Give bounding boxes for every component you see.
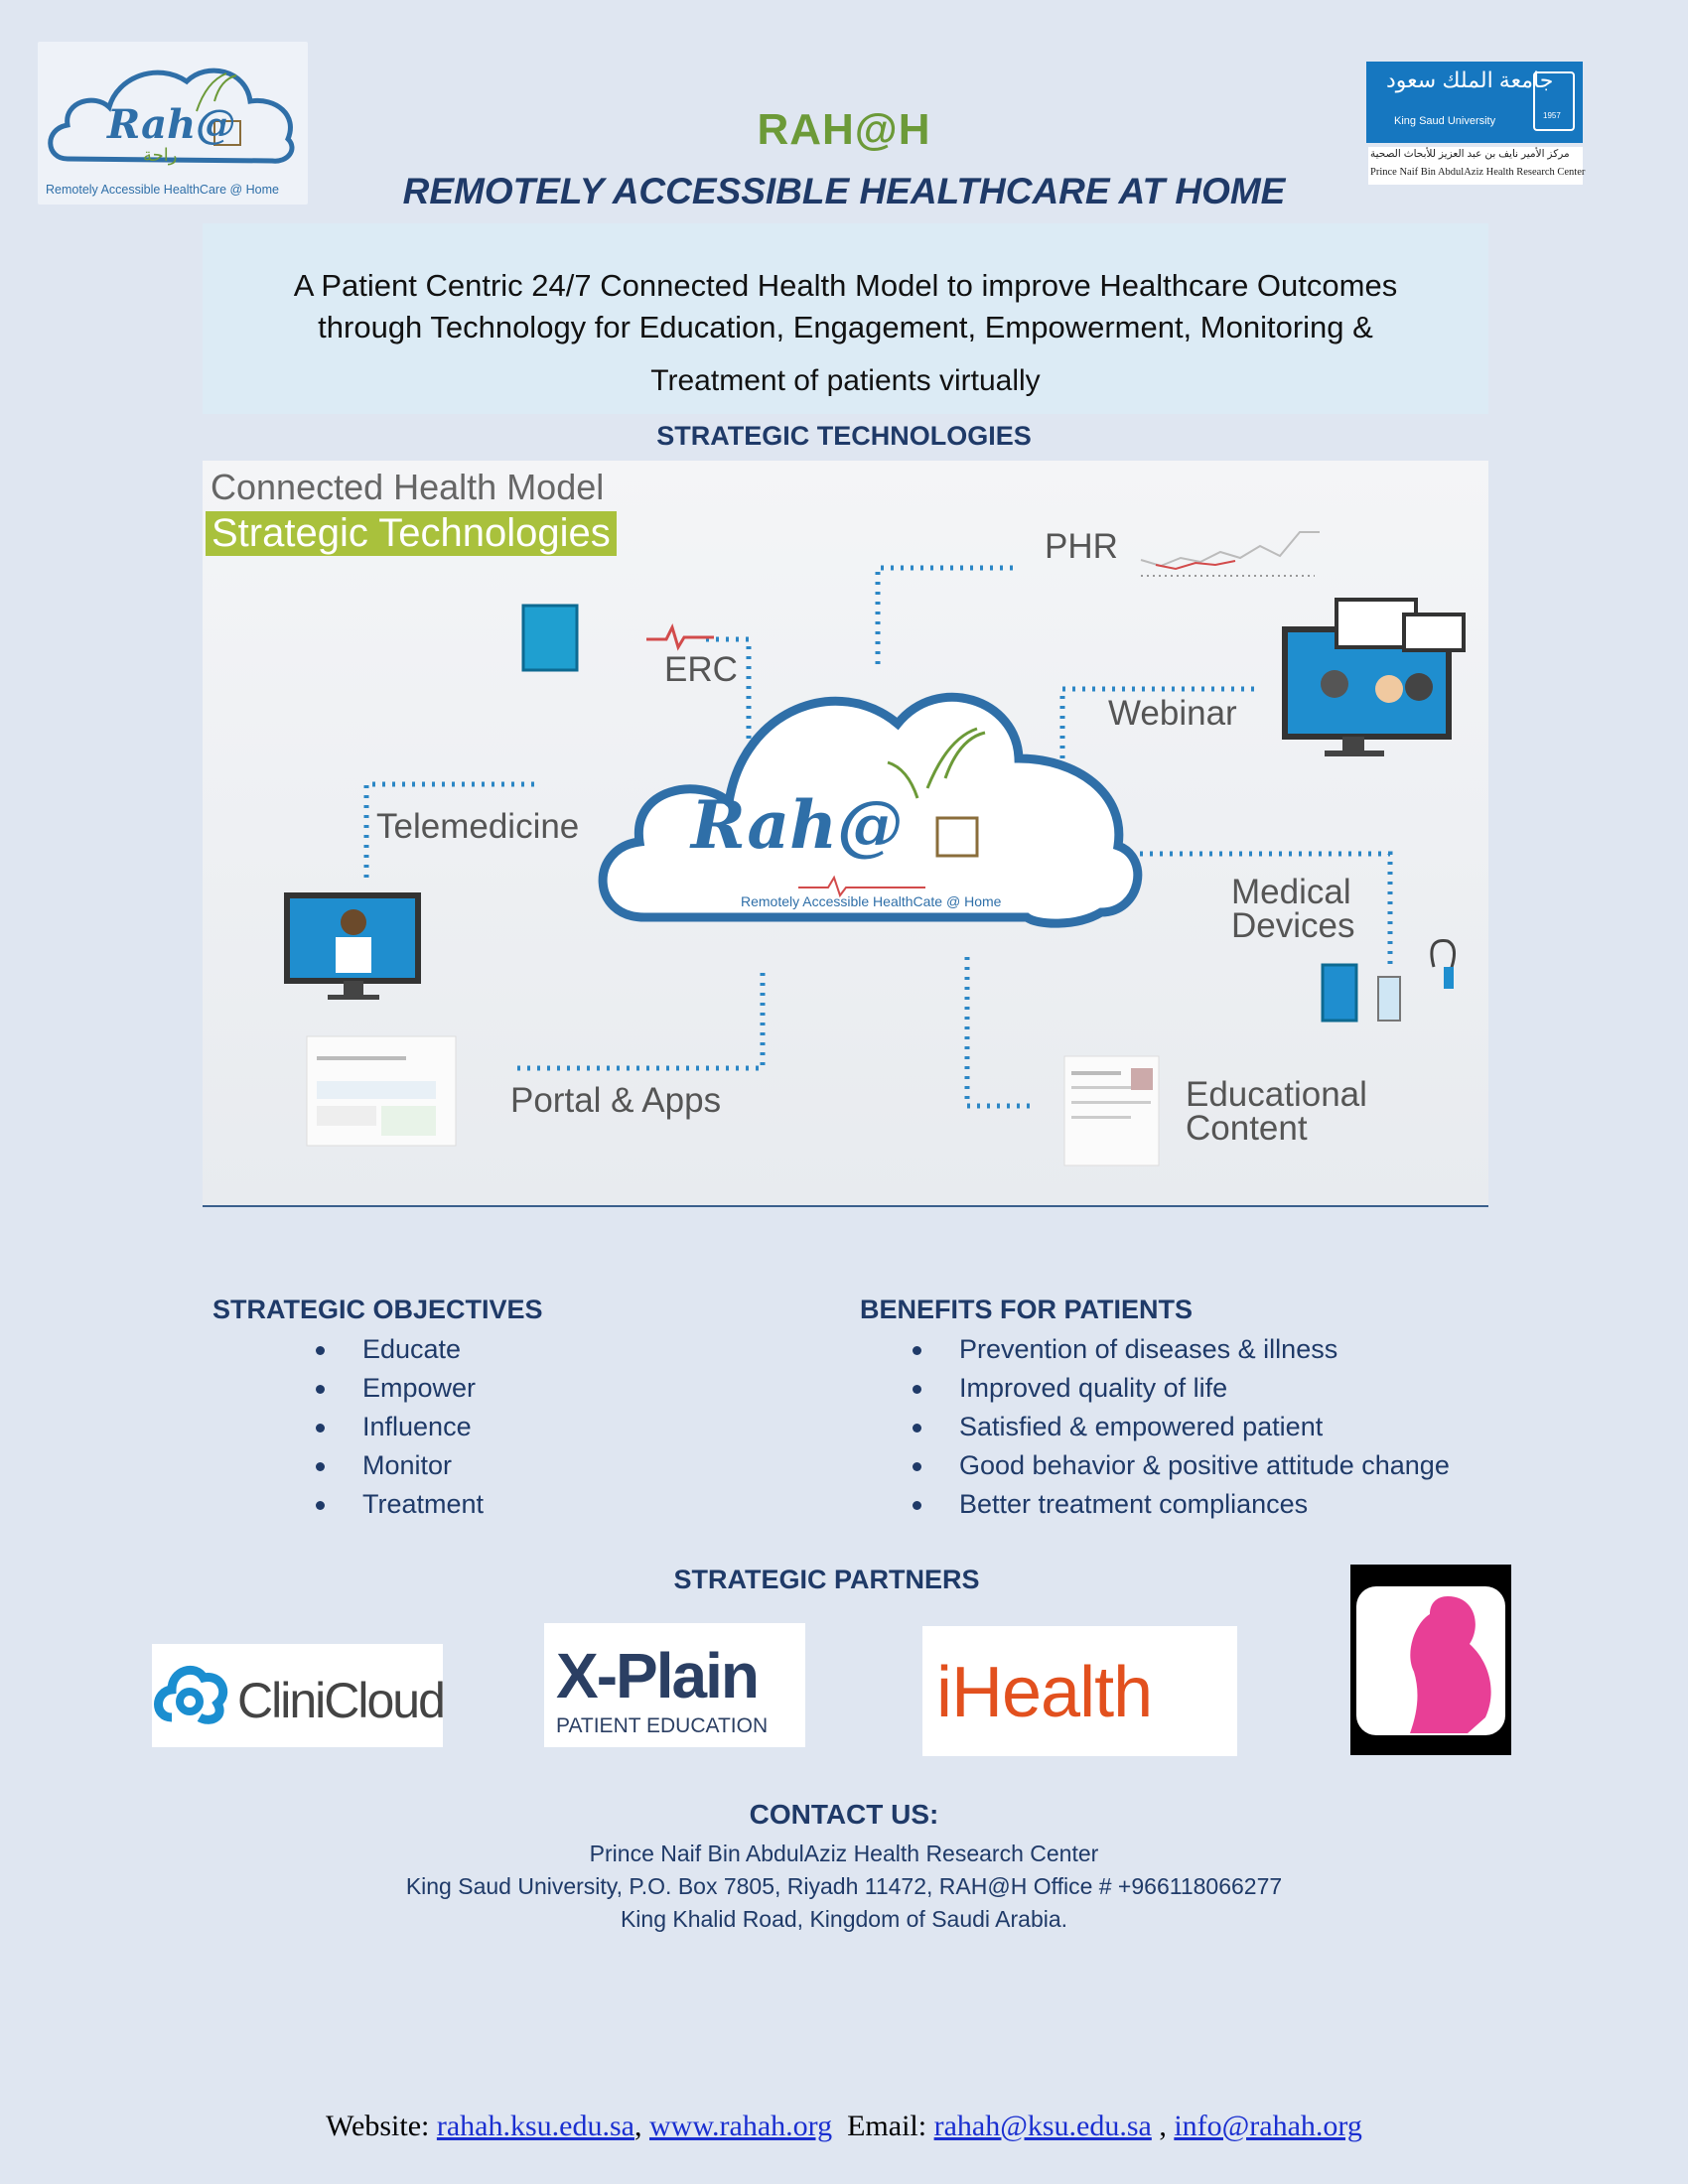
bullet-icon xyxy=(913,1501,921,1510)
erc-pulse-icon xyxy=(646,622,714,651)
list-item: Treatment xyxy=(316,1489,484,1528)
fb-text: fb xyxy=(1368,1651,1418,1708)
phr-chart-icon xyxy=(1140,531,1320,577)
ihealth-logo: iHealth xyxy=(922,1626,1237,1756)
page-subtitle: REMOTELY ACCESSIBLE HEALTHCARE AT HOME xyxy=(402,171,1286,211)
educational-content-icon xyxy=(1063,1055,1160,1166)
node-telemedicine: Telemedicine xyxy=(376,807,580,846)
rahah-logo: Rah@ راحة Remotely Accessible HealthCare… xyxy=(38,42,308,205)
ksu-english-name: King Saud University xyxy=(1394,115,1496,127)
website-link-1[interactable]: rahah.ksu.edu.sa xyxy=(436,2110,634,2142)
bullet-icon xyxy=(316,1424,325,1433)
node-portal-apps: Portal & Apps xyxy=(510,1081,722,1120)
ihealth-name: iHealth xyxy=(936,1653,1153,1732)
ksu-arabic-name: جامعة الملك سعود xyxy=(1386,68,1554,92)
list-item: Good behavior & positive attitude change xyxy=(913,1450,1450,1489)
list-item: Monitor xyxy=(316,1450,484,1489)
cloud-logo-icon xyxy=(48,68,295,164)
clinicloud-cloud-icon xyxy=(154,1665,228,1724)
website-label: Website: xyxy=(326,2110,430,2142)
email-link-2[interactable]: info@rahah.org xyxy=(1174,2110,1362,2142)
xplain-logo: X-Plain PATIENT EDUCATION xyxy=(544,1623,805,1747)
ksu-emblem-icon: 1957 xyxy=(1533,71,1575,131)
bullet-icon xyxy=(913,1424,921,1433)
technologies-heading: STRATEGIC TECHNOLOGIES xyxy=(656,421,1032,451)
list-item: Better treatment compliances xyxy=(913,1489,1450,1528)
portal-screenshot-icon xyxy=(306,1035,457,1147)
center-logo-text: Rah@ xyxy=(691,786,904,864)
list-item: Prevention of diseases & illness xyxy=(913,1334,1450,1373)
node-phr: PHR xyxy=(1045,527,1118,566)
contact-heading: CONTACT US: xyxy=(749,1799,939,1830)
benefits-heading: BENEFITS FOR PATIENTS xyxy=(860,1295,1194,1324)
bullet-icon xyxy=(316,1385,325,1394)
node-webinar: Webinar xyxy=(1108,694,1237,733)
contact-line-2: King Saud University, P.O. Box 7805, Riy… xyxy=(405,1873,1283,1899)
webinar-monitor-icon xyxy=(1282,598,1466,756)
logo-text: Rah@ xyxy=(107,101,236,148)
email-link-1[interactable]: rahah@ksu.edu.sa xyxy=(933,2110,1152,2142)
footer: Website: rahah.ksu.edu.sa, www.rahah.org… xyxy=(326,2110,1362,2142)
partners-heading: STRATEGIC PARTNERS xyxy=(673,1565,980,1594)
website-link-2[interactable]: www.rahah.org xyxy=(648,2110,833,2142)
tablet-icon xyxy=(521,604,579,672)
list-item: Educate xyxy=(316,1334,484,1373)
page-title: RAH@H xyxy=(757,105,931,154)
diagram-subtitle: Strategic Technologies xyxy=(206,511,617,556)
intro-line-1: A Patient Centric 24/7 Connected Health … xyxy=(293,268,1398,303)
diagram-title: Connected Health Model xyxy=(211,467,605,507)
email-label: Email: xyxy=(847,2110,927,2142)
node-erc: ERC xyxy=(664,650,738,689)
xplain-name: X-Plain xyxy=(556,1640,760,1711)
benefits-list: Prevention of diseases & illness Improve… xyxy=(913,1334,1450,1528)
ksu-english-center: Prince Naif Bin AbdulAziz Health Researc… xyxy=(1370,167,1586,178)
list-item: Improved quality of life xyxy=(913,1373,1450,1412)
connected-health-diagram: Connected Health Model Strategic Technol… xyxy=(203,461,1488,1207)
intro-box: A Patient Centric 24/7 Connected Health … xyxy=(203,223,1488,414)
list-item: Influence xyxy=(316,1412,484,1450)
objectives-heading: STRATEGIC OBJECTIVES xyxy=(212,1295,543,1324)
fb-app-logo: fb xyxy=(1350,1565,1511,1755)
bullet-icon xyxy=(316,1346,325,1355)
intro-line-2: through Technology for Education, Engage… xyxy=(318,310,1373,344)
clinicloud-name: CliniCloud xyxy=(237,1673,446,1728)
contact-line-1: Prince Naif Bin AbdulAziz Health Researc… xyxy=(589,1841,1099,1866)
objectives-list: Educate Empower Influence Monitor Treatm… xyxy=(316,1334,484,1528)
telemedicine-monitor-icon xyxy=(284,892,421,1000)
xplain-sub: PATIENT EDUCATION xyxy=(556,1714,769,1737)
bullet-icon xyxy=(913,1385,921,1394)
list-item: Satisfied & empowered patient xyxy=(913,1412,1450,1450)
medical-devices-icon xyxy=(1321,939,1456,1023)
ksu-logo: جامعة الملك سعود King Saud University 19… xyxy=(1366,62,1586,185)
node-educational-content: Educational Content xyxy=(1186,1075,1367,1148)
pregnant-silhouette-icon xyxy=(1410,1596,1491,1733)
bullet-icon xyxy=(316,1501,325,1510)
logo-arabic: راحة xyxy=(143,145,178,165)
diagram-connectors xyxy=(284,531,1466,1166)
ksu-arabic-center: مركز الأمير نايف بن عبد العزيز للأبحاث ا… xyxy=(1370,148,1570,160)
bullet-icon xyxy=(913,1462,921,1471)
node-medical-devices: Medical Devices xyxy=(1231,873,1355,945)
intro-line-3: Treatment of patients virtually xyxy=(650,364,1041,397)
bullet-icon xyxy=(316,1462,325,1471)
logo-caption: Remotely Accessible HealthCare @ Home xyxy=(46,183,280,197)
bullet-icon xyxy=(913,1346,921,1355)
list-item: Empower xyxy=(316,1373,484,1412)
center-logo-caption: Remotely Accessible HealthCate @ Home xyxy=(741,893,1002,909)
clinicloud-logo: CliniCloud xyxy=(152,1644,446,1747)
contact-line-3: King Khalid Road, Kingdom of Saudi Arabi… xyxy=(620,1906,1068,1932)
